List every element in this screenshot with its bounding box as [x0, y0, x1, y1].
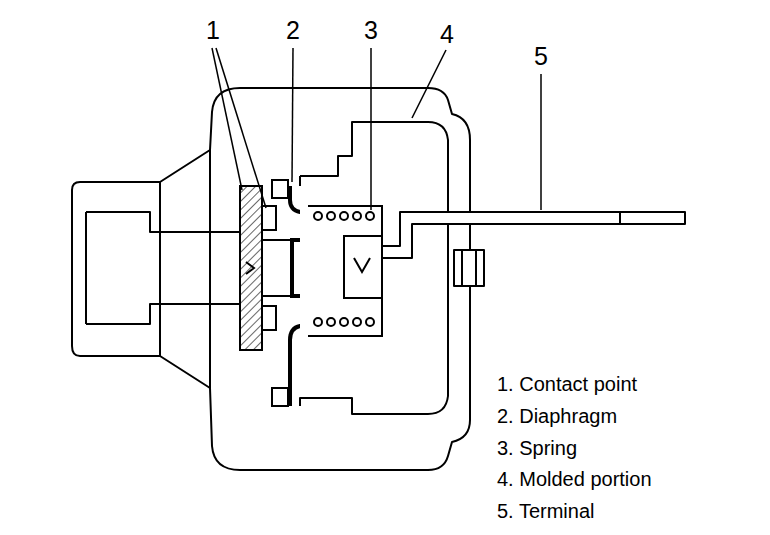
molded-outline	[300, 122, 448, 414]
callout-number: 3	[364, 18, 378, 43]
spring-coil	[314, 318, 322, 326]
legend-text: 2. Diaphragm	[497, 406, 617, 426]
terminal-nut	[454, 250, 484, 286]
leader-line	[540, 74, 542, 210]
callout-number: 1	[206, 18, 220, 43]
spring-coil	[327, 318, 335, 326]
contact-upper	[262, 206, 276, 230]
molded-portion	[300, 122, 448, 414]
spring-coil	[340, 318, 348, 326]
leader-lines	[212, 48, 541, 210]
legend-text: 5. Terminal	[497, 501, 594, 521]
legend-text: 3. Spring	[497, 438, 577, 458]
cup-mark	[354, 258, 370, 272]
contact-v	[246, 262, 254, 274]
spring-coil	[366, 318, 374, 326]
spring-coil	[366, 212, 374, 220]
terminal-blade	[382, 212, 685, 258]
housing	[72, 88, 470, 470]
callout-number: 4	[440, 22, 454, 47]
spring-coil	[353, 318, 361, 326]
diaphragm-clamp-bottom	[272, 388, 288, 406]
spring-coil	[340, 212, 348, 220]
spring-coil	[314, 212, 322, 220]
housing-outline	[72, 88, 470, 470]
spring	[308, 206, 382, 336]
hex-face	[209, 150, 211, 388]
terminal	[382, 212, 685, 286]
hex-edge	[159, 182, 161, 356]
leader-line	[292, 48, 293, 182]
contact-lower	[262, 306, 276, 330]
contact-plate	[240, 186, 292, 350]
spring-coil	[327, 212, 335, 220]
leader-line	[370, 48, 372, 210]
contact-center	[262, 240, 292, 296]
nut-thread	[462, 250, 476, 286]
diaphragm-clamp-top	[272, 180, 288, 198]
leader-line	[216, 48, 266, 208]
terminal-tip	[619, 212, 621, 224]
callout-number: 5	[534, 44, 548, 69]
spring-cup	[344, 236, 382, 298]
legend-text: 4. Molded portion	[497, 469, 652, 489]
legend-text: 1. Contact point	[497, 374, 637, 394]
contact-base	[240, 186, 262, 350]
callout-number: 2	[286, 18, 300, 43]
spring-coil	[353, 212, 361, 220]
leader-line	[412, 50, 446, 118]
port-bore	[86, 212, 240, 324]
spring-seat	[308, 206, 382, 336]
